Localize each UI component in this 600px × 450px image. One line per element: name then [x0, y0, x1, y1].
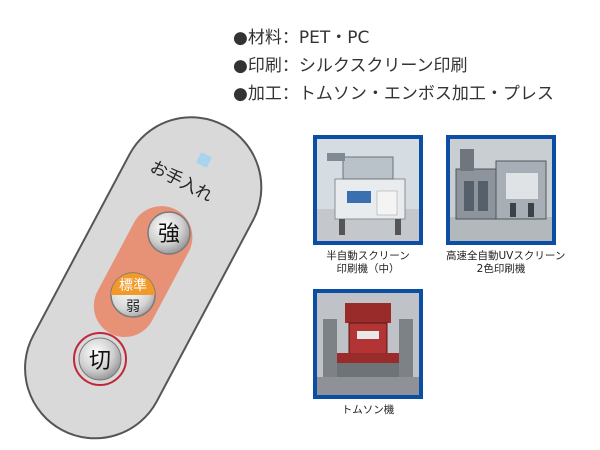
- photo-caption: 半自動スクリーン 印刷機（中）: [313, 250, 423, 276]
- die-cutter-photo-icon: [317, 293, 419, 395]
- spec-material: ●材料：PET・PC: [233, 24, 554, 52]
- standard-button-label: 標準: [119, 278, 147, 294]
- spec-processing-text: 加工：トムソン・エンボス加工・プレス: [247, 84, 554, 104]
- caption-line: 印刷機（中）: [336, 263, 400, 275]
- uv-printer-photo-icon: [450, 139, 552, 241]
- caption-line: トムソン機: [341, 404, 395, 416]
- screen-printer-photo-icon: [317, 139, 419, 241]
- photo-frame: [313, 135, 423, 245]
- photo-caption: 高速全自動UVスクリーン 2色印刷機: [446, 250, 566, 276]
- spec-processing: ●加工：トムソン・エンボス加工・プレス: [233, 80, 554, 108]
- off-button-label: 切: [89, 349, 111, 374]
- photo-card-uv-printer: 高速全自動UVスクリーン 2色印刷機: [446, 135, 566, 276]
- strong-button-label: 強: [158, 222, 180, 247]
- indicator-light-icon: [196, 152, 212, 168]
- caption-line: 2色印刷機: [476, 263, 526, 275]
- bullet-icon: ●: [233, 28, 248, 48]
- off-button-ring: [73, 332, 127, 386]
- spec-printing: ●印刷：シルクスクリーン印刷: [233, 52, 554, 80]
- photo-card-die-cutter: トムソン機: [313, 289, 423, 417]
- photo-frame: [313, 289, 423, 399]
- photo-frame: [446, 135, 556, 245]
- caption-line: 半自動スクリーン: [326, 250, 410, 262]
- bullet-icon: ●: [233, 84, 248, 104]
- photo-caption: トムソン機: [313, 404, 423, 417]
- standard-button-half: [111, 273, 155, 295]
- spec-material-text: 材料：PET・PC: [247, 28, 370, 48]
- spec-printing-text: 印刷：シルクスクリーン印刷: [247, 56, 468, 76]
- membrane-switch-illustration: お手入れ 強 標準 弱 切: [24, 116, 263, 440]
- caption-line: 高速全自動UVスクリーン: [446, 250, 566, 262]
- spec-list: ●材料：PET・PC ●印刷：シルクスクリーン印刷 ●加工：トムソン・エンボス加…: [233, 24, 554, 108]
- bullet-icon: ●: [233, 56, 248, 76]
- photo-card-screen-printer: 半自動スクリーン 印刷機（中）: [313, 135, 423, 276]
- weak-button-label: 弱: [126, 299, 140, 315]
- off-button: [78, 337, 122, 381]
- strong-button: [147, 211, 191, 255]
